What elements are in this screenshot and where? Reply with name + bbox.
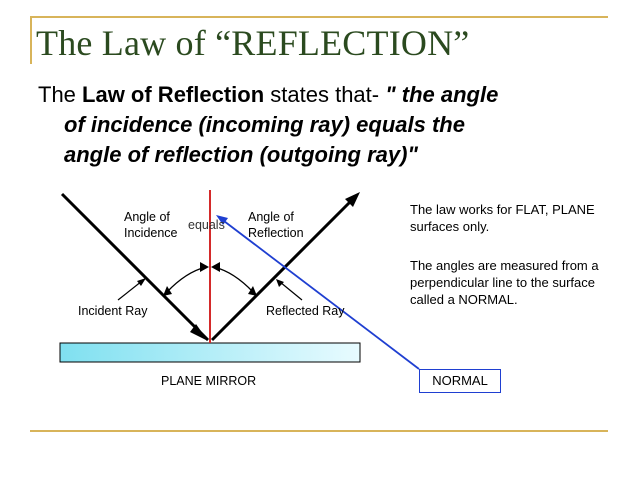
arc-arrow-left bbox=[163, 286, 172, 296]
plane-mirror-label: PLANE MIRROR bbox=[161, 374, 256, 388]
statement-quote-3: angle of reflection (outgoing ray)" bbox=[64, 142, 418, 167]
slide-title: The Law of “REFLECTION” bbox=[36, 23, 470, 63]
normal-label-box: NORMAL bbox=[419, 369, 501, 393]
top-rule bbox=[30, 16, 608, 18]
arc-arrow-center-left bbox=[200, 262, 209, 272]
plane-mirror bbox=[59, 342, 361, 363]
note-angles-measured: The angles are measured from a perpendic… bbox=[410, 258, 599, 307]
statement-prefix: The bbox=[38, 82, 83, 107]
statement-line-1: The Law of Reflection states that- " the… bbox=[38, 80, 613, 110]
incident-pointer-head bbox=[137, 278, 146, 286]
reflected-ray-label: Reflected Ray bbox=[266, 304, 345, 318]
statement-line-2: of incidence (incoming ray) equals the bbox=[38, 110, 613, 140]
angle-reflection-label-2: Reflection bbox=[248, 226, 304, 240]
reflected-pointer-head bbox=[276, 279, 284, 287]
reflected-ray-line bbox=[210, 198, 354, 342]
normal-pointer-line bbox=[219, 217, 420, 370]
angle-incidence-label-2: Incidence bbox=[124, 226, 178, 240]
arc-arrow-right bbox=[248, 286, 257, 296]
incident-pointer bbox=[117, 280, 143, 301]
incident-ray-label: Incident Ray bbox=[78, 304, 148, 318]
title-accent-bar bbox=[30, 16, 32, 64]
angle-incidence-label-1: Angle of bbox=[124, 210, 170, 224]
angle-reflection-label-1: Angle of bbox=[248, 210, 294, 224]
incident-ray-arrowhead bbox=[190, 324, 208, 341]
statement-quote-2: of incidence (incoming ray) equals the bbox=[64, 112, 465, 137]
statement-middle: states that- bbox=[264, 82, 386, 107]
statement-term: Law of Reflection bbox=[82, 82, 265, 107]
reflected-pointer bbox=[279, 281, 303, 301]
equals-label: equals bbox=[188, 218, 225, 232]
statement-line-3: angle of reflection (outgoing ray)" bbox=[38, 140, 613, 170]
bottom-rule bbox=[30, 430, 608, 432]
incident-ray-line bbox=[60, 192, 210, 342]
law-statement: The Law of Reflection states that- " the… bbox=[38, 80, 613, 170]
normal-pointer-head bbox=[216, 215, 228, 225]
note-flat-surfaces: The law works for FLAT, PLANE surfaces o… bbox=[410, 202, 595, 234]
arc-arrow-center-right bbox=[211, 262, 220, 272]
reflected-ray-arrowhead bbox=[345, 192, 360, 207]
statement-quote-1: " the angle bbox=[385, 82, 499, 107]
